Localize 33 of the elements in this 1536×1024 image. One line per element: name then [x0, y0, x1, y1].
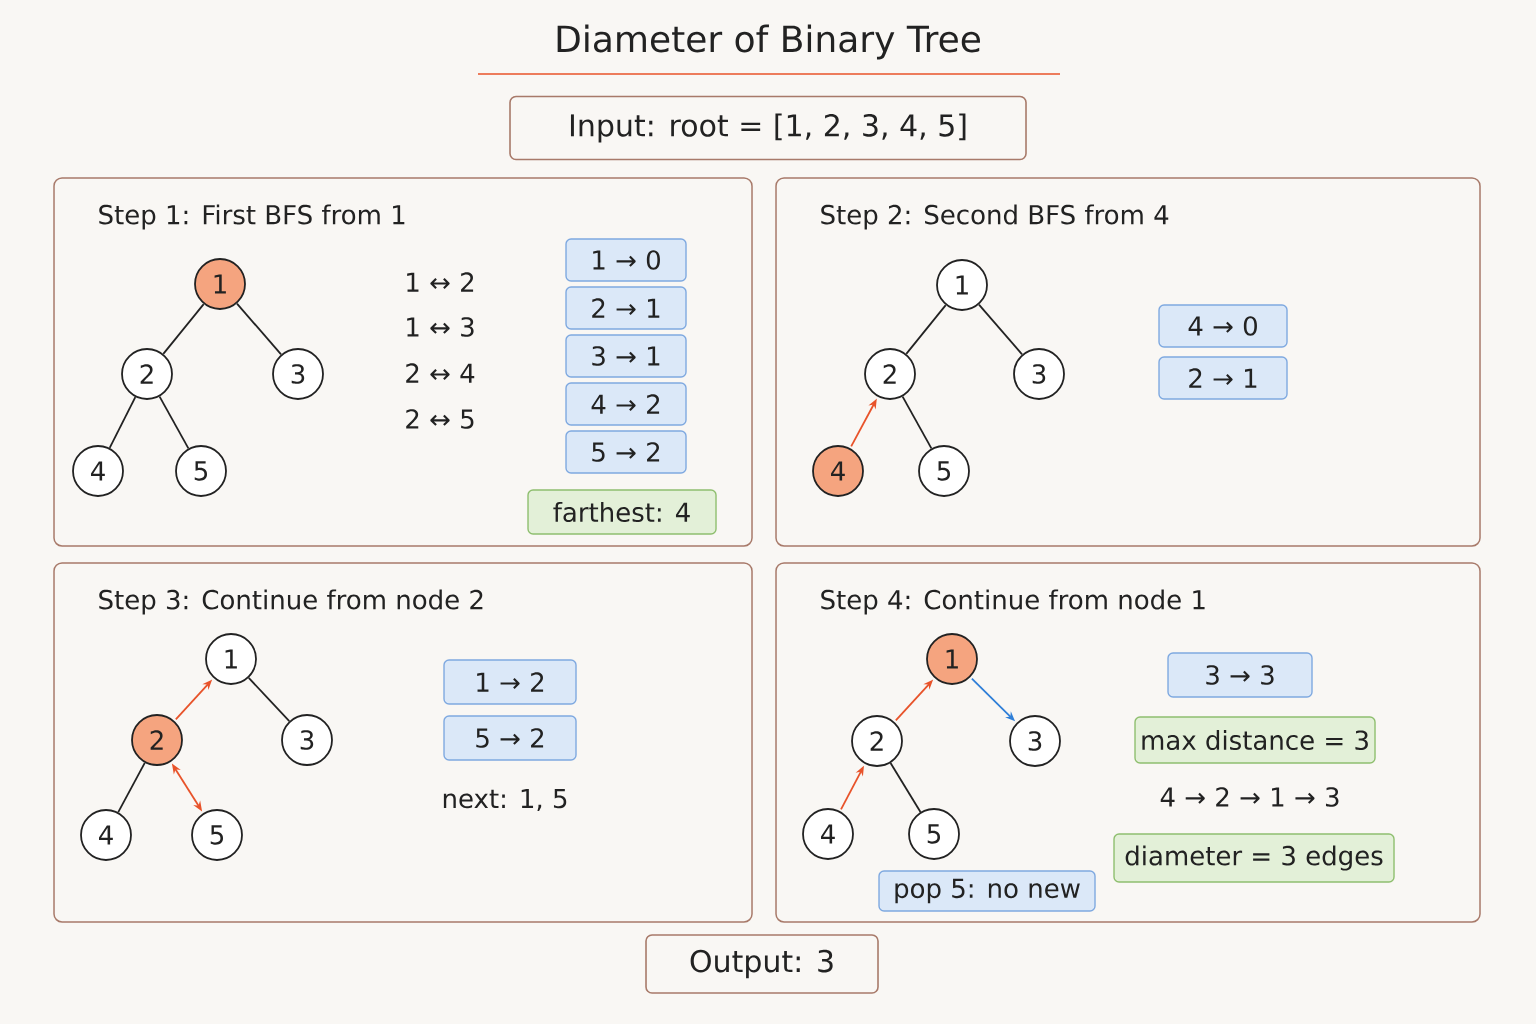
- result-box: 4 → 2: [565, 382, 687, 426]
- note-text: next: 1, 5: [443, 789, 567, 811]
- title: Diameter of Binary Tree: [557, 24, 980, 60]
- input-output-box: Output: 3: [645, 934, 879, 994]
- result-box: 3 → 3: [1167, 652, 1313, 698]
- note-text: 2 ↔ 5: [406, 409, 474, 429]
- tree-edge: [236, 302, 282, 356]
- tree-edge: [978, 303, 1023, 356]
- note-text: 4 → 2 → 1 → 3: [1160, 787, 1339, 807]
- input-output-box: Input: root = [1, 2, 3, 4, 5]: [509, 95, 1027, 161]
- tree-edge: [162, 303, 205, 355]
- result-box: max distance = 3: [1134, 716, 1376, 764]
- result-box: 2 → 1: [565, 286, 687, 330]
- note-text: 1 ↔ 2: [407, 272, 474, 292]
- tree-edge: [108, 396, 137, 449]
- result-box: 1 → 2: [443, 659, 577, 705]
- tree-edge: [901, 395, 933, 450]
- result-box: 5 → 2: [443, 715, 577, 761]
- result-box: 5 → 2: [565, 430, 687, 474]
- note-text: 2 ↔ 4: [406, 363, 475, 383]
- result-box: pop 5: no new: [878, 870, 1096, 912]
- tree-edge: [247, 677, 291, 722]
- result-box: 1 → 0: [565, 238, 687, 282]
- note-text: 1 ↔ 3: [407, 317, 474, 337]
- result-box: 3 → 1: [565, 334, 687, 378]
- tree-edge: [889, 762, 922, 813]
- result-box: 2 → 1: [1158, 356, 1288, 400]
- result-box: farthest: 4: [527, 489, 717, 535]
- tree-edge: [117, 761, 146, 814]
- tree-edge: [905, 304, 947, 355]
- result-box: diameter = 3 edges: [1113, 833, 1395, 883]
- result-box: 4 → 0: [1158, 304, 1288, 348]
- tree-edge: [158, 395, 190, 450]
